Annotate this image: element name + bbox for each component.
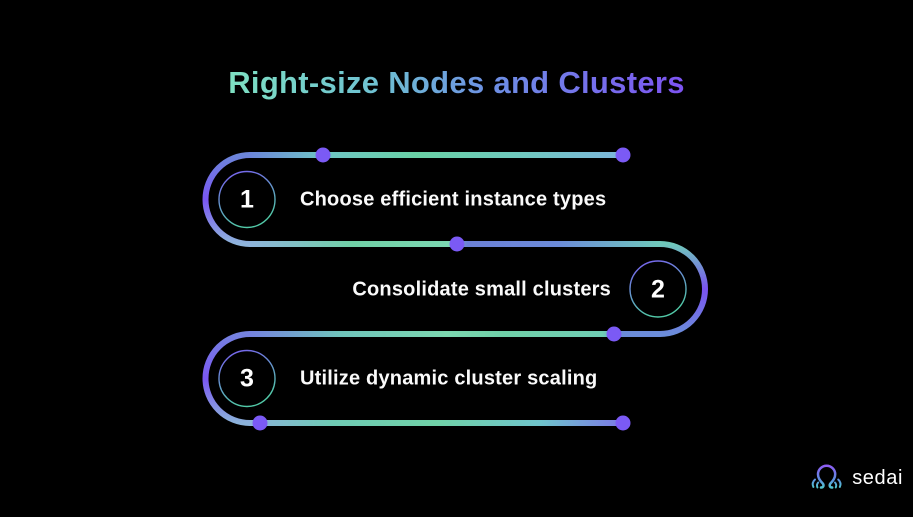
node-dot bbox=[315, 147, 331, 163]
path-arc-right bbox=[659, 241, 708, 337]
step-number-3: 3 bbox=[240, 364, 254, 393]
step-label-2: Consolidate small clusters bbox=[352, 278, 611, 301]
step-label-1: Choose efficient instance types bbox=[300, 188, 607, 211]
step-circle-1 bbox=[218, 170, 276, 229]
node-dot bbox=[615, 147, 631, 163]
step-circle-2 bbox=[629, 260, 687, 318]
brand-logo: sedai bbox=[808, 460, 903, 496]
node-dot bbox=[449, 236, 465, 252]
step-label-3: Utilize dynamic cluster scaling bbox=[300, 367, 598, 390]
step-circle-3 bbox=[218, 349, 276, 408]
node-dot bbox=[252, 415, 268, 431]
node-dot bbox=[606, 326, 622, 342]
page-title: Right-size Nodes and Clusters bbox=[228, 64, 685, 100]
title-container: Right-size Nodes and Clusters bbox=[0, 44, 913, 122]
sedai-logo-icon bbox=[811, 464, 842, 489]
step-number-1: 1 bbox=[240, 185, 254, 214]
brand-name: sedai bbox=[852, 467, 903, 489]
step-circles bbox=[218, 170, 687, 408]
step-number-2: 2 bbox=[651, 275, 665, 304]
path-node-dots bbox=[252, 147, 631, 431]
path-arc-left-2 bbox=[202, 331, 251, 426]
node-dot bbox=[615, 415, 631, 431]
path-arc-left-1 bbox=[202, 152, 251, 247]
